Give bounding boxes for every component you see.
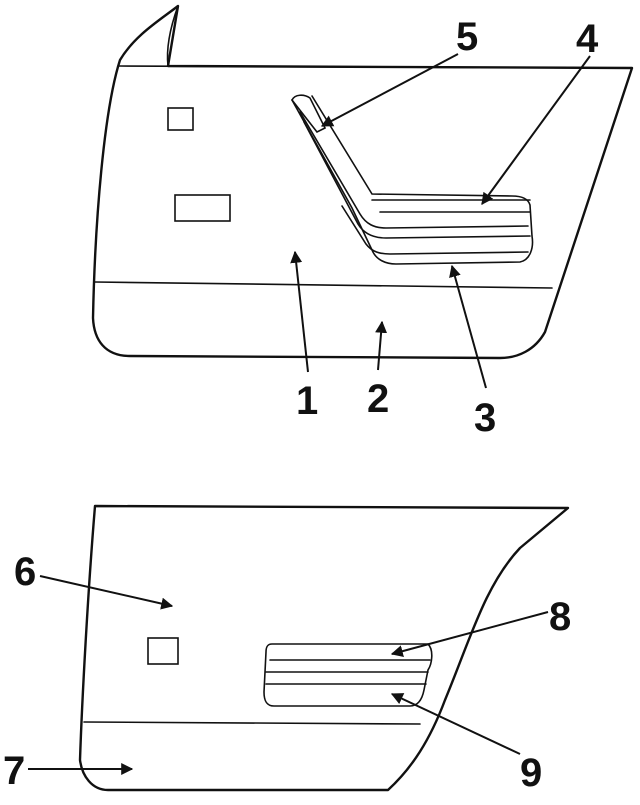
callout-9: 9	[520, 751, 542, 795]
front-panel-belt-line	[118, 65, 633, 69]
callout-3: 3	[474, 396, 496, 440]
rear-switch-cutout	[147, 637, 179, 665]
rear-panel-kick-seam	[83, 721, 421, 725]
rear-door-panel	[78, 504, 570, 792]
rear-panel-outline	[78, 504, 570, 792]
leader-9	[390, 693, 521, 755]
callout-6: 6	[14, 550, 36, 594]
leader-8	[390, 611, 549, 657]
callout-2: 2	[367, 377, 389, 421]
callout-labels: 1 2 3 4 5 6 7 8 9	[3, 15, 599, 795]
armrest-outer-contour	[291, 95, 534, 265]
callout-8: 8	[549, 595, 571, 639]
leader-6	[39, 575, 174, 610]
front-door-panel	[91, 4, 634, 360]
window-switch-cutout	[174, 194, 231, 222]
leader-4	[481, 55, 591, 205]
front-panel-outline	[91, 4, 634, 360]
armrest-strip-c	[341, 205, 529, 255]
front-armrest-assembly	[291, 94, 534, 265]
callout-4: 4	[576, 17, 599, 61]
upper-switch-cutout	[167, 107, 194, 131]
front-panel-window-edge	[166, 5, 179, 67]
callout-5: 5	[456, 15, 478, 59]
leader-1	[290, 250, 309, 373]
leader-2	[375, 320, 388, 371]
armrest-strip-b	[303, 121, 531, 239]
callout-1: 1	[296, 379, 318, 423]
armrest-strip-a	[299, 111, 529, 229]
front-panel-kick-seam	[94, 281, 553, 289]
leader-5	[320, 53, 459, 127]
leader-lines	[28, 53, 591, 775]
leader-3	[449, 264, 487, 389]
rear-armrest-body	[263, 643, 433, 707]
callout-7: 7	[3, 749, 25, 793]
rear-armrest-assembly	[263, 643, 433, 707]
